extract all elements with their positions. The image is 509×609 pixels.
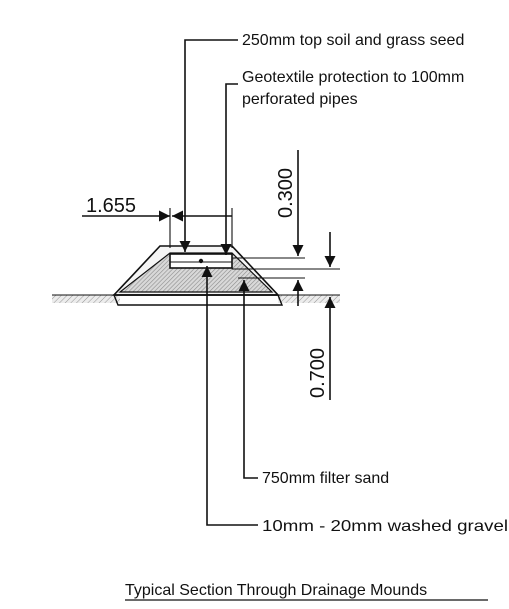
- leader-washed-gravel: [201, 266, 258, 526]
- filter-sand-layer: [118, 252, 274, 293]
- leader-filter-sand: [238, 280, 258, 479]
- ground-hatch: [52, 294, 340, 303]
- label-filter-sand: 750mm filter sand: [262, 470, 389, 487]
- leader-geotextile: [220, 83, 238, 255]
- label-washed-gravel: 10mm - 20mm washed gravel: [262, 518, 508, 535]
- dimension-width-value: 1.655: [86, 195, 136, 217]
- mound-base: [112, 294, 284, 306]
- label-top-soil: 250mm top soil and grass seed: [242, 32, 464, 49]
- width-dimension: [82, 208, 233, 248]
- lower-height-dimension: [232, 232, 340, 400]
- upper-height-dimension: [232, 150, 305, 306]
- dimension-upper-height-value: 0.300: [275, 168, 297, 218]
- label-geotextile-line1: Geotextile protection to 100mm: [242, 69, 464, 86]
- dimension-lower-height-value: 0.700: [307, 348, 329, 398]
- leader-top-soil: [179, 39, 238, 252]
- label-geotextile-line2: perforated pipes: [242, 91, 358, 108]
- perforated-pipe: [198, 258, 204, 264]
- drawing-title: Typical Section Through Drainage Mounds: [125, 582, 427, 599]
